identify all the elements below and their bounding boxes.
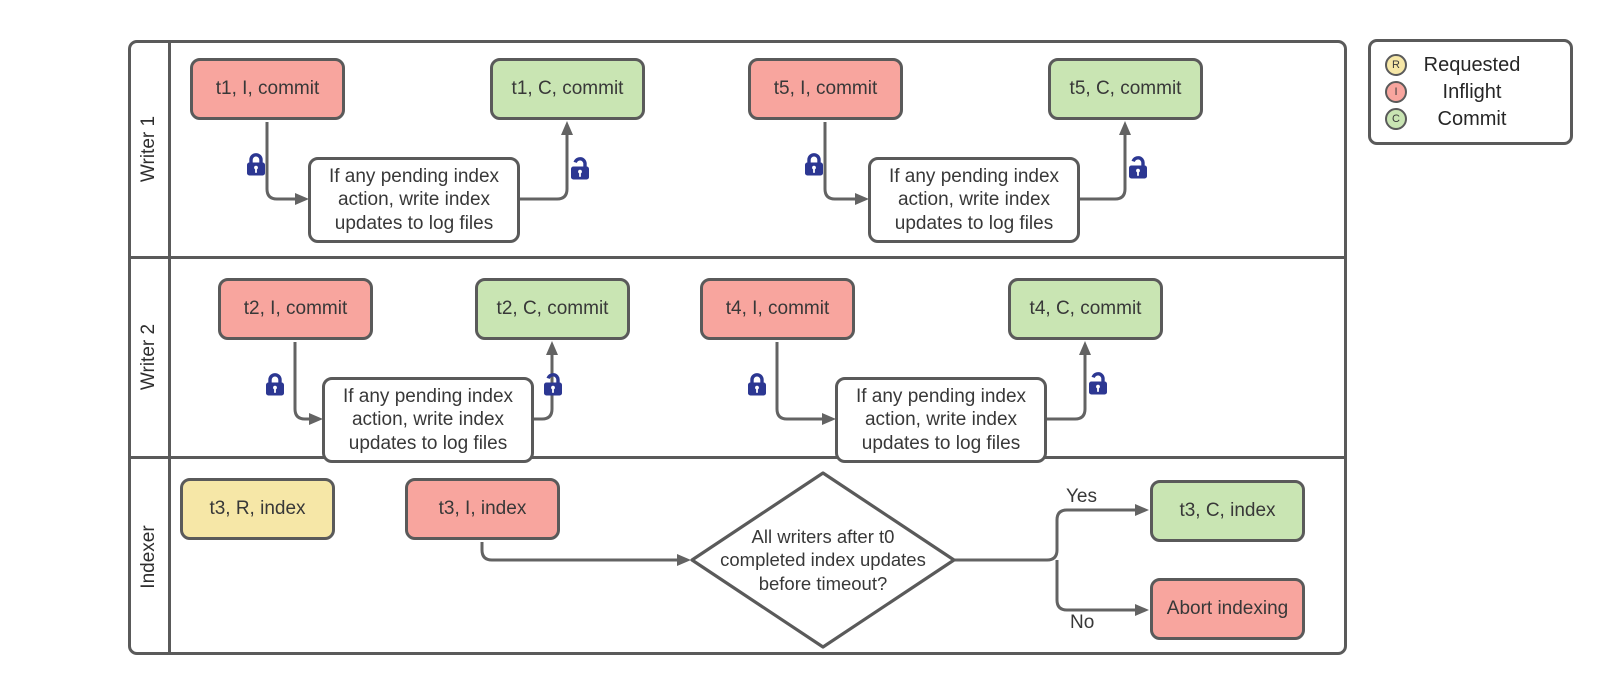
legend-label-commit: Commit: [1437, 107, 1507, 130]
lane-divider-2: [129, 456, 1346, 459]
label-no: No: [1070, 612, 1095, 633]
lane-label-indexer: Indexer: [138, 525, 159, 589]
commit-state-icon: C: [1385, 108, 1407, 130]
process-box-t1: If any pending index action, write index…: [308, 157, 520, 243]
state-box-t3-inflight: t3, I, index: [405, 478, 560, 540]
legend-item-requested: R Requested: [1385, 52, 1570, 79]
inflight-state-icon: I: [1385, 81, 1407, 103]
state-box-t1-commit: t1, C, commit: [490, 58, 645, 120]
legend: R Requested I Inflight C Commit: [1368, 39, 1573, 145]
state-box-t1-inflight: t1, I, commit: [190, 58, 345, 120]
decision-diamond-label: All writers after t0 completed index upd…: [720, 526, 926, 594]
state-box-t2-commit: t2, C, commit: [475, 278, 630, 340]
process-box-t2: If any pending index action, write index…: [322, 377, 534, 463]
lane-label-writer-2: Writer 2: [138, 323, 159, 391]
requested-state-icon: R: [1385, 54, 1407, 76]
lane-divider-1: [129, 256, 1346, 259]
lane-label-divider: [168, 41, 171, 654]
state-box-t4-commit: t4, C, commit: [1008, 278, 1163, 340]
state-box-t4-inflight: t4, I, commit: [700, 278, 855, 340]
process-box-t5: If any pending index action, write index…: [868, 157, 1080, 243]
lane-label-writer-1: Writer 1: [138, 115, 159, 183]
state-box-t2-inflight: t2, I, commit: [218, 278, 373, 340]
swimlane-frame: [128, 40, 1347, 655]
legend-label-requested: Requested: [1423, 53, 1521, 76]
legend-label-inflight: Inflight: [1442, 80, 1502, 103]
state-box-t3-commit: t3, C, index: [1150, 480, 1305, 542]
process-box-t4: If any pending index action, write index…: [835, 377, 1047, 463]
state-box-abort-indexing: Abort indexing: [1150, 578, 1305, 640]
label-yes: Yes: [1066, 486, 1097, 507]
state-box-t3-requested: t3, R, index: [180, 478, 335, 540]
legend-item-inflight: I Inflight: [1385, 79, 1570, 106]
state-box-t5-commit: t5, C, commit: [1048, 58, 1203, 120]
state-box-t5-inflight: t5, I, commit: [748, 58, 903, 120]
decision-diamond-shape: [690, 471, 956, 649]
legend-item-commit: C Commit: [1385, 106, 1570, 133]
